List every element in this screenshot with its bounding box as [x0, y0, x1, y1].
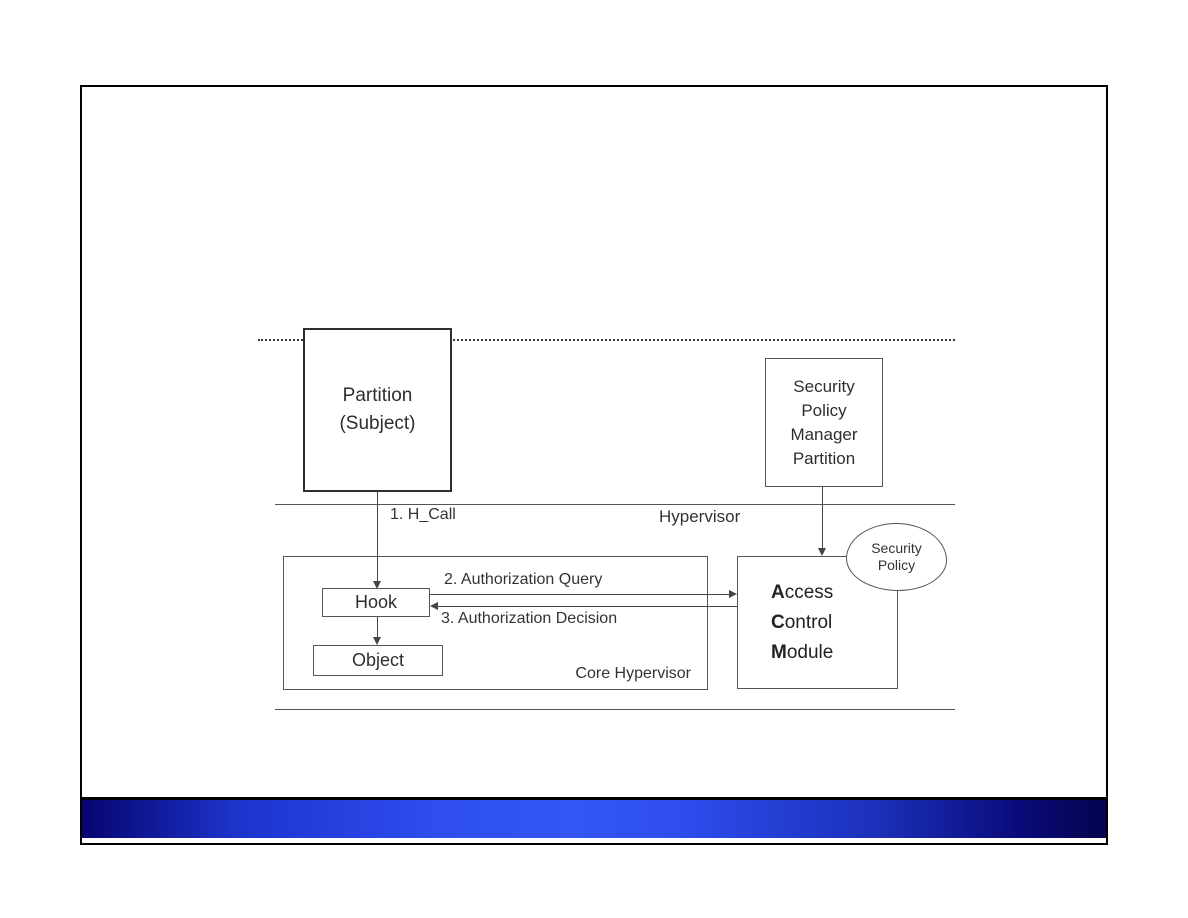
- spm-label-line2: Policy: [801, 400, 847, 420]
- hypervisor-bottom-boundary-line: [275, 709, 955, 710]
- authorization-query-arrow-line: [430, 594, 730, 595]
- partition-subject-label-line1: Partition: [342, 385, 413, 406]
- slide-frame: [80, 85, 1108, 845]
- core-hypervisor-label: Core Hypervisor: [575, 665, 691, 682]
- authorization-decision-arrowhead-icon: [430, 602, 438, 610]
- object-box: Object: [313, 645, 443, 676]
- security-policy-manager-box: Security Policy Manager Partition: [765, 358, 883, 487]
- hook-to-object-arrowhead-icon: [373, 637, 381, 645]
- partition-subject-box: Partition (Subject): [303, 328, 452, 492]
- acm-label-line3: Module: [771, 641, 834, 663]
- hook-label: Hook: [354, 592, 398, 612]
- hook-to-object-arrow-line: [377, 617, 378, 637]
- spm-label-line1: Security: [793, 376, 855, 396]
- acm-label-line1: Access: [771, 581, 834, 603]
- authorization-decision-arrow-line: [438, 606, 737, 607]
- hcall-arrow-line: [377, 492, 378, 581]
- authorization-query-label: 2. Authorization Query: [444, 571, 603, 588]
- security-policy-label-line2: Policy: [877, 557, 916, 573]
- accent-bar: [82, 797, 1106, 838]
- policy-arrow-line: [822, 487, 823, 548]
- spm-label-line4: Partition: [792, 448, 856, 468]
- hook-box: Hook: [322, 588, 430, 617]
- security-policy-ellipse: Security Policy: [846, 523, 947, 591]
- acm-label-line2: Control: [771, 611, 833, 633]
- partition-subject-label-line2: (Subject): [339, 413, 416, 434]
- authorization-query-arrowhead-icon: [729, 590, 737, 598]
- policy-arrowhead-icon: [818, 548, 826, 556]
- hypervisor-top-boundary-line: [275, 504, 955, 505]
- partition-boundary-dotted-line: [258, 339, 955, 341]
- spm-label-line3: Manager: [790, 424, 858, 444]
- hcall-label: 1. H_Call: [390, 506, 456, 523]
- authorization-decision-label: 3. Authorization Decision: [441, 610, 618, 627]
- security-policy-label-line1: Security: [871, 540, 922, 556]
- object-label: Object: [351, 650, 405, 670]
- hcall-arrowhead-icon: [373, 581, 381, 589]
- hypervisor-label: Hypervisor: [659, 507, 741, 526]
